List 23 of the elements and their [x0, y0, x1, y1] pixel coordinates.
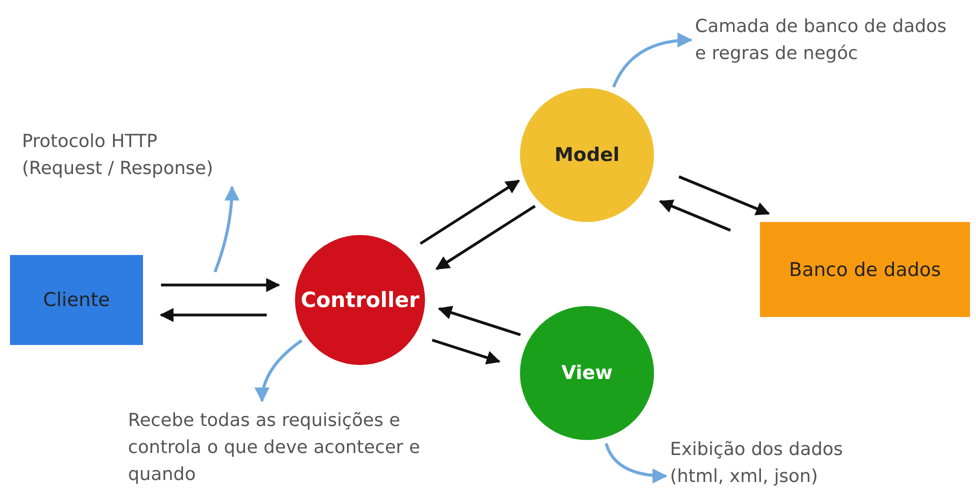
client-box: [10, 255, 143, 345]
node-label: View: [561, 362, 613, 384]
arrow: [432, 338, 501, 364]
callout-arrow: [255, 339, 303, 402]
arrow: [658, 200, 731, 232]
arrow: [438, 306, 521, 336]
annotation-text: Camada de banco de dados e regras de negóc: [695, 15, 948, 66]
callout-arrow: [612, 32, 692, 88]
callout-arrow: [604, 442, 668, 484]
node-label: Model: [554, 144, 620, 166]
node-label: Banco de dados: [789, 258, 941, 280]
arrow: [420, 180, 520, 245]
arrow: [161, 278, 280, 292]
annotation-text: Exibição dos dados (html, xml, json): [670, 438, 844, 489]
arrow: [160, 308, 267, 322]
node-label: Controller: [300, 288, 420, 312]
annotation-text: Protocolo HTTP (Request / Response): [22, 130, 214, 181]
annotation-text: Recebe todas as requisições e controla o que deve acontecer e quando: [128, 408, 422, 486]
arrow: [435, 204, 536, 270]
arrow: [678, 175, 770, 216]
callout-arrow: [214, 186, 240, 273]
node-label: Cliente: [43, 289, 110, 311]
database-box: [760, 222, 970, 317]
